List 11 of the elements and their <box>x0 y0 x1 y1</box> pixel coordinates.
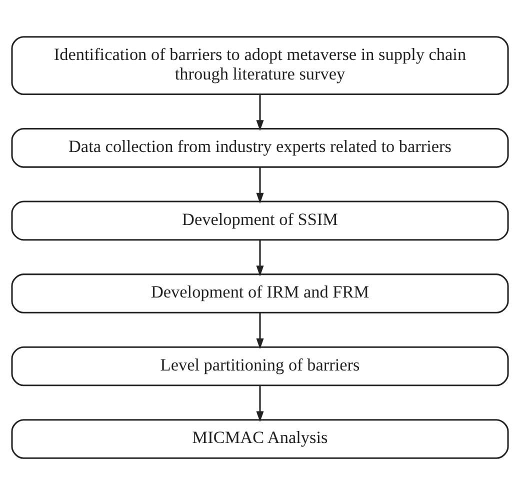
node-box: Identification of barriers to adopt metaverse in supply chain through literature survey <box>11 36 509 95</box>
node-box: MICMAC Analysis <box>11 418 509 458</box>
arrow <box>256 94 264 130</box>
node-box: Level partitioning of barriers <box>11 346 509 386</box>
arrow <box>256 384 264 422</box>
arrow <box>256 239 264 276</box>
node-box: Development of IRM and FRM <box>11 273 509 313</box>
arrow <box>256 312 264 349</box>
arrow <box>256 166 264 204</box>
node-box: Data collection from industry experts related to barriers <box>11 128 509 168</box>
node-box: Development of SSIM <box>11 200 509 240</box>
